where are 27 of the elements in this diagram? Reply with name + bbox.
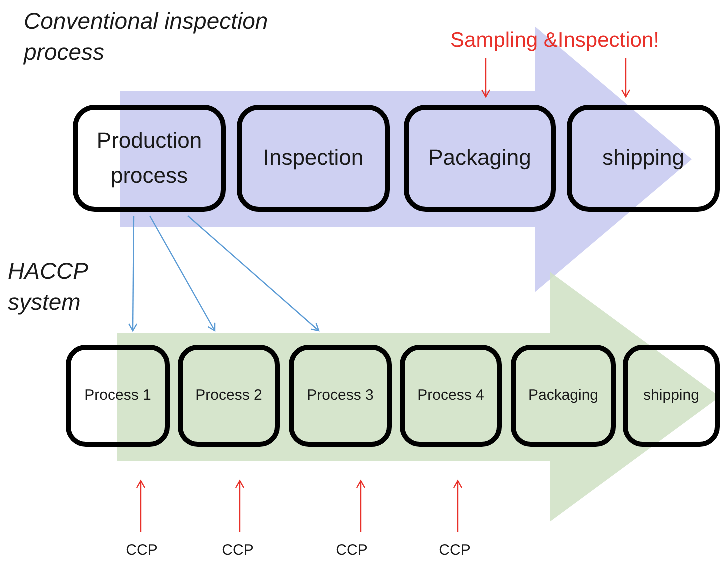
ccp-label: CCP	[120, 540, 164, 562]
block-arrow	[120, 26, 692, 292]
process-box: Inspection	[237, 105, 390, 212]
arrow	[453, 480, 463, 532]
arrow	[356, 480, 366, 532]
process-box: Process 4	[400, 345, 502, 447]
ccp-label: CCP	[433, 540, 477, 562]
process-box: Production process	[73, 105, 226, 212]
arrow	[128, 216, 138, 332]
arrow	[149, 216, 216, 332]
process-box: Process 2	[178, 345, 280, 447]
process-box: shipping	[623, 345, 720, 447]
arrow	[481, 58, 491, 98]
process-box: Process 1	[66, 345, 170, 447]
process-box: Packaging	[511, 345, 616, 447]
arrow	[621, 58, 631, 98]
ccp-label: CCP	[216, 540, 260, 562]
section-heading: HACCP system	[8, 257, 90, 318]
process-box: Process 3	[289, 345, 392, 447]
arrow	[136, 480, 146, 532]
ccp-label: CCP	[330, 540, 374, 562]
process-box: Packaging	[404, 105, 556, 212]
section-heading: Conventional inspection process	[24, 7, 270, 68]
arrow	[235, 480, 245, 532]
arrow	[188, 216, 320, 332]
process-box: shipping	[567, 105, 720, 212]
callout-text: Sampling &Inspection!	[420, 26, 690, 56]
